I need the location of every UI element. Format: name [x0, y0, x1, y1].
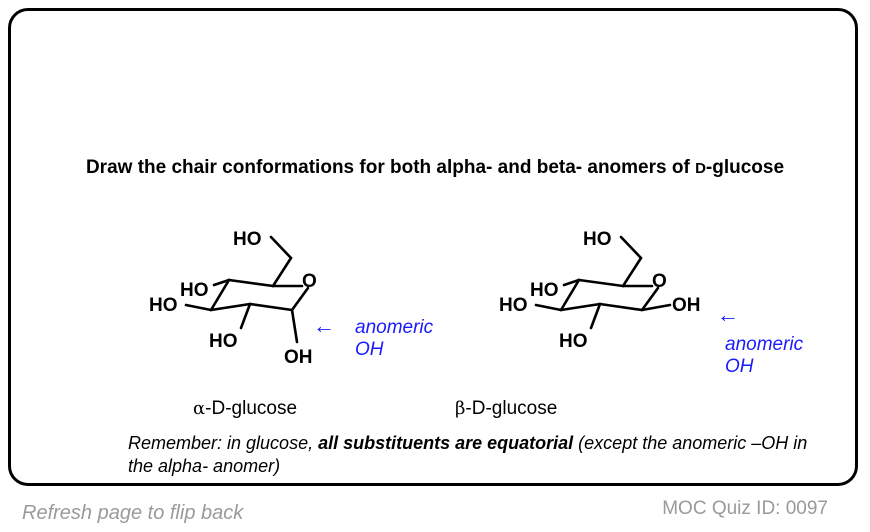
alpha-arrow-icon: ← [313, 313, 335, 338]
beta-ho-c6: HO [583, 229, 612, 250]
small-cap-d: D [695, 160, 706, 177]
alpha-symbol: α [193, 398, 206, 419]
beta-anomeric-label: anomeric [725, 334, 804, 355]
alpha-caption: α-D-glucose [193, 398, 297, 420]
alpha-glucose-structure: HO O HO HO HO OH ← anomeric OH [149, 229, 434, 368]
beta-ho-c3: HO [499, 295, 528, 316]
alpha-ring-oxygen: O [302, 271, 317, 292]
alpha-ho-c3: HO [149, 295, 178, 316]
beta-caption: β-D-glucose [455, 398, 557, 420]
alpha-caption-text: -D-glucose [205, 398, 298, 419]
beta-symbol: β [455, 398, 466, 419]
question-text: Draw the chair conformations for both al… [85, 157, 785, 178]
beta-arrow-icon: ← [717, 302, 739, 327]
quiz-id: MOC Quiz ID: 0097 [662, 498, 828, 519]
alpha-anomeric-label: anomeric [355, 317, 434, 338]
beta-oh-label: OH [725, 356, 754, 377]
alpha-bonds [184, 235, 310, 344]
beta-ho-c4: HO [530, 280, 559, 301]
remember-note: Remember: in glucose, all substituents a… [128, 433, 808, 476]
beta-oh-c1: OH [672, 295, 701, 316]
beta-ring-oxygen: O [652, 271, 667, 292]
alpha-oh-label: OH [355, 339, 384, 360]
beta-ho-c2: HO [559, 331, 588, 352]
alpha-ho-c2: HO [209, 331, 238, 352]
alpha-oh-c1: OH [284, 347, 313, 368]
alpha-ho-c4: HO [180, 280, 209, 301]
flashcard [8, 8, 858, 486]
alpha-ho-c6: HO [233, 229, 262, 250]
remember-emphasis: all substituents are equatorial [318, 433, 574, 453]
refresh-link[interactable]: Refresh page to flip back [22, 502, 244, 524]
beta-caption-text: -D-glucose [465, 398, 558, 419]
beta-bonds [534, 235, 672, 330]
beta-glucose-structure: HO O HO HO HO OH ← anomeric OH [499, 229, 804, 377]
